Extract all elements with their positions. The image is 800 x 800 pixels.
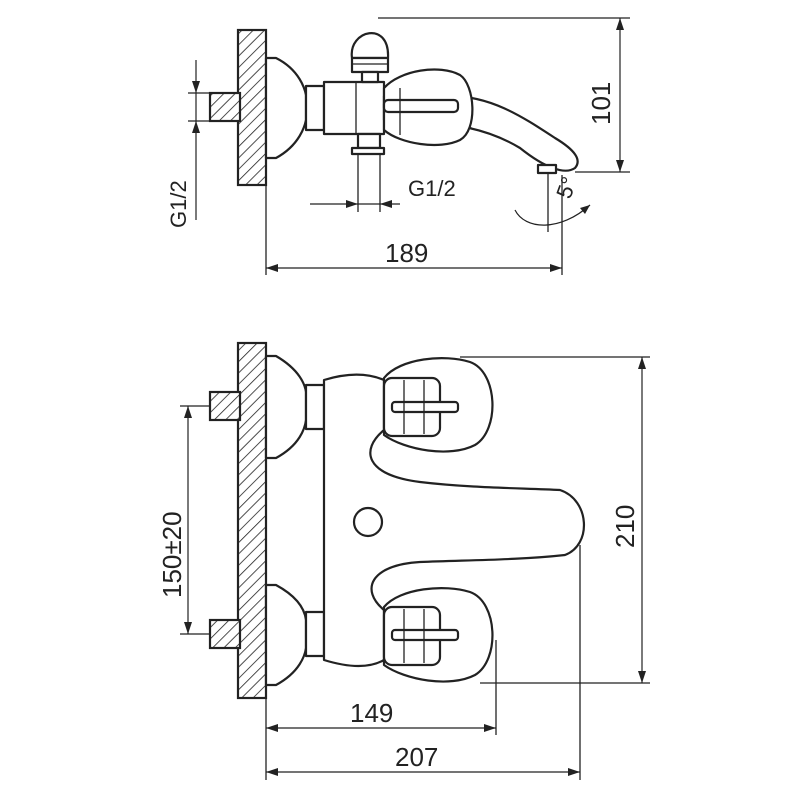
diverter-button — [352, 506, 384, 538]
dim-height-210: 210 — [610, 505, 640, 548]
dim-height-101: 101 — [586, 82, 616, 125]
lower-inlet-pipe — [208, 618, 242, 650]
wall-plate-front — [236, 341, 268, 700]
dim-depth-207: 207 — [395, 742, 438, 772]
inlet-pipe — [208, 91, 242, 123]
outlet-thread-label: G1/2 — [408, 176, 456, 201]
front-view: 210 150±20 149 207 — [157, 341, 650, 780]
inlet-thread-label: G1/2 — [166, 180, 191, 228]
front-body — [322, 373, 586, 668]
mixer-body — [322, 80, 386, 136]
dim-center-150: 150±20 — [157, 511, 187, 598]
dim-depth-149: 149 — [350, 698, 393, 728]
lower-escutcheon — [264, 583, 308, 687]
bottom-outlet-nut — [350, 146, 386, 156]
top-view: 5° 101 189 G1/2 G1/2 — [166, 17, 630, 275]
angle-label: 5° — [551, 173, 582, 201]
upper-inlet-pipe — [208, 390, 242, 422]
upper-escutcheon — [264, 354, 308, 460]
connector-nut — [304, 84, 326, 132]
dim-length-189: 189 — [385, 238, 428, 268]
aerator — [536, 163, 558, 175]
escutcheon — [264, 56, 308, 160]
bottom-outlet — [356, 132, 382, 150]
wall-plate — [236, 28, 268, 187]
diverter-knob — [350, 32, 390, 60]
